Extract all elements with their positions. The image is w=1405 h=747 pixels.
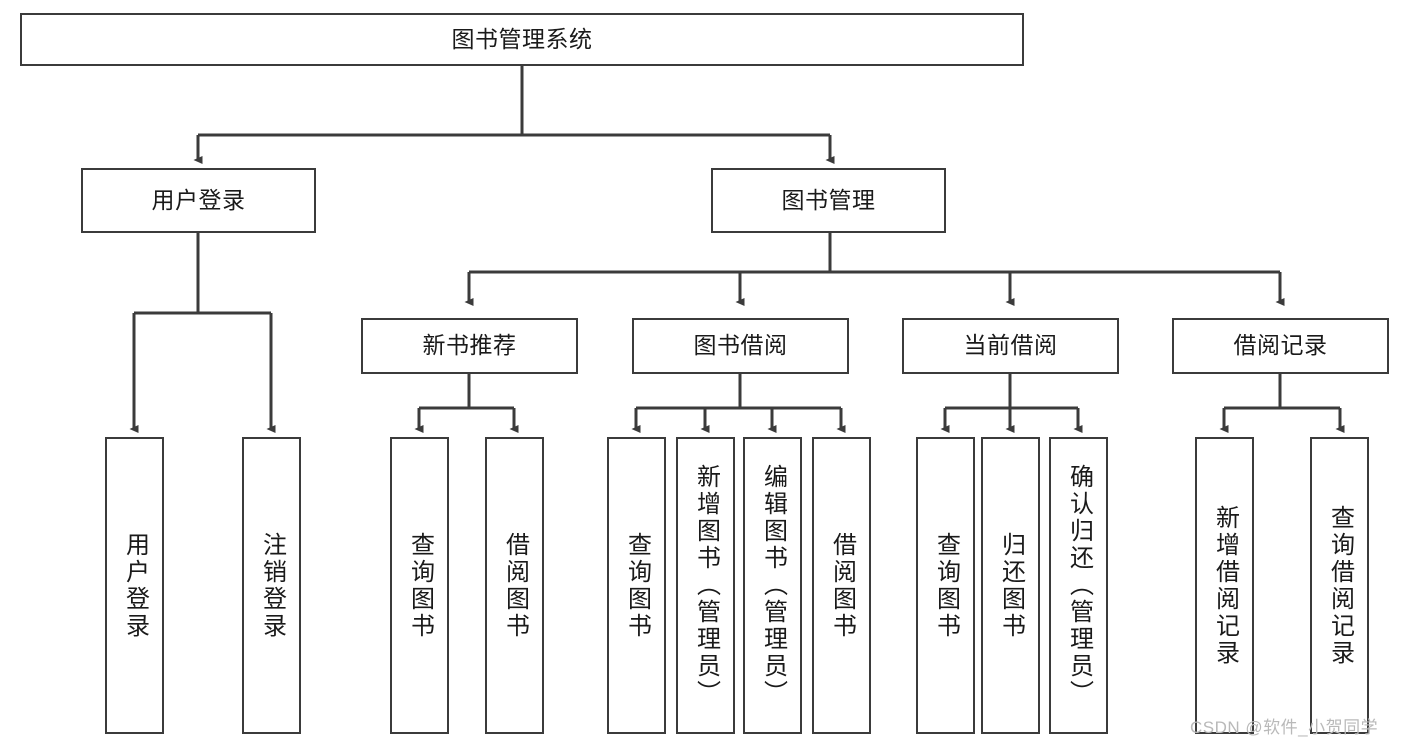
- node-leaf-user-login[interactable]: 用户登录: [105, 437, 164, 734]
- node-leaf-borrow-book-1[interactable]: 借阅图书: [485, 437, 544, 734]
- node-leaf-user-login-label: 用户登录: [121, 531, 149, 640]
- node-leaf-add-record[interactable]: 新增借阅记录: [1195, 437, 1254, 734]
- node-leaf-return-book-label: 归还图书: [997, 531, 1025, 640]
- node-user-login[interactable]: 用户登录: [81, 168, 316, 233]
- node-leaf-add-book[interactable]: 新增图书（管理员）: [676, 437, 735, 734]
- node-leaf-logout-login[interactable]: 注销登录: [242, 437, 301, 734]
- node-leaf-borrow-book-2[interactable]: 借阅图书: [812, 437, 871, 734]
- node-current-borrow[interactable]: 当前借阅: [902, 318, 1119, 374]
- node-leaf-query-book-2-label: 查询图书: [623, 531, 651, 640]
- node-leaf-return-book[interactable]: 归还图书: [981, 437, 1040, 734]
- node-leaf-confirm-return-label: 确认归还（管理员）: [1065, 464, 1093, 707]
- node-leaf-query-book-2[interactable]: 查询图书: [607, 437, 666, 734]
- node-leaf-add-record-label: 新增借阅记录: [1211, 504, 1239, 667]
- node-root[interactable]: 图书管理系统: [20, 13, 1024, 66]
- node-leaf-query-book-1[interactable]: 查询图书: [390, 437, 449, 734]
- node-new-book-recommend-label: 新书推荐: [422, 332, 517, 359]
- node-leaf-query-book-3-label: 查询图书: [932, 531, 960, 640]
- node-leaf-logout-login-label: 注销登录: [258, 531, 286, 640]
- node-leaf-add-book-label: 新增图书（管理员）: [692, 464, 720, 707]
- node-book-borrow[interactable]: 图书借阅: [632, 318, 849, 374]
- node-leaf-query-book-1-label: 查询图书: [406, 531, 434, 640]
- node-leaf-query-book-3[interactable]: 查询图书: [916, 437, 975, 734]
- node-book-borrow-label: 图书借阅: [693, 332, 788, 359]
- node-borrow-record[interactable]: 借阅记录: [1172, 318, 1389, 374]
- node-new-book-recommend[interactable]: 新书推荐: [361, 318, 578, 374]
- node-current-borrow-label: 当前借阅: [963, 332, 1058, 359]
- node-leaf-borrow-book-1-label: 借阅图书: [501, 531, 529, 640]
- node-leaf-confirm-return[interactable]: 确认归还（管理员）: [1049, 437, 1108, 734]
- node-root-label: 图书管理系统: [451, 25, 593, 52]
- node-leaf-edit-book[interactable]: 编辑图书（管理员）: [743, 437, 802, 734]
- node-borrow-record-label: 借阅记录: [1233, 332, 1328, 359]
- node-leaf-borrow-book-2-label: 借阅图书: [828, 531, 856, 640]
- csdn-watermark: CSDN @软件_小贺同学: [1190, 718, 1379, 737]
- node-leaf-query-record[interactable]: 查询借阅记录: [1310, 437, 1369, 734]
- node-book-management[interactable]: 图书管理: [711, 168, 946, 233]
- node-leaf-edit-book-label: 编辑图书（管理员）: [759, 464, 787, 707]
- node-leaf-query-record-label: 查询借阅记录: [1326, 504, 1354, 667]
- node-user-login-label: 用户登录: [151, 186, 246, 213]
- node-book-management-label: 图书管理: [781, 186, 876, 213]
